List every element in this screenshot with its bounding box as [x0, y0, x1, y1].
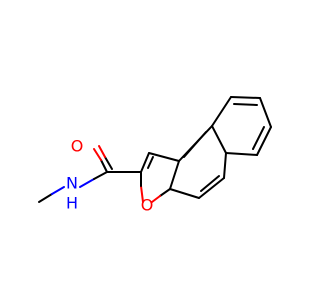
bond-benz-c9a-c3a-inner	[183, 131, 207, 158]
structure-diagram: O N H O	[38, 96, 272, 215]
bond-benz-c5-c6-inner	[200, 175, 220, 192]
bond-furan-o-c2-colored	[140, 185, 144, 203]
bond-top-c9-c8	[230, 96, 261, 99]
bond-top-c7-c6b-inner	[252, 126, 265, 150]
bond-benz-c6a-c9a	[211, 125, 227, 154]
bond-furan-c9b-o	[159, 188, 171, 197]
bond-methyl-n	[38, 193, 53, 203]
bond-furan-c3a-c9b	[169, 160, 180, 190]
bond-furan-c9b-o-colored	[151, 195, 161, 203]
bond-top-c8-c7	[259, 97, 272, 128]
bond-furan-c2-c3	[140, 152, 150, 173]
bond-carbonyl-co-1	[100, 159, 108, 173]
bonds	[38, 96, 272, 203]
bond-carbonyl-co-2-o	[98, 145, 106, 158]
furan-oxygen-label: O	[141, 196, 154, 215]
bond-benz-c6-c6a	[223, 152, 227, 179]
bond-top-c9-c8-inner	[233, 103, 258, 106]
bond-benz-c5-c6	[198, 177, 225, 199]
bond-top-c9a-c9	[211, 96, 232, 127]
bond-furan-c3-c3a	[148, 152, 180, 162]
amide-hydrogen-label: H	[66, 194, 78, 213]
bond-methyl-n-colored	[51, 186, 65, 195]
amide-nitrogen-label: N	[66, 174, 78, 193]
bond-n-carbonyl	[93, 171, 108, 180]
carbonyl-oxygen-label: O	[71, 137, 84, 156]
bond-carbonyl-co-2	[104, 156, 113, 170]
bond-carbonyl-co-1-o	[93, 148, 102, 161]
bond-top-c6b-c6a	[225, 152, 258, 156]
bond-benz-c9b-c5	[169, 188, 200, 199]
atom-labels: O N H O	[66, 137, 153, 215]
bond-top-c7-c6b	[256, 126, 272, 156]
bond-furan-c2-c3-inner	[147, 156, 154, 169]
bond-n-carbonyl-colored	[79, 178, 95, 188]
